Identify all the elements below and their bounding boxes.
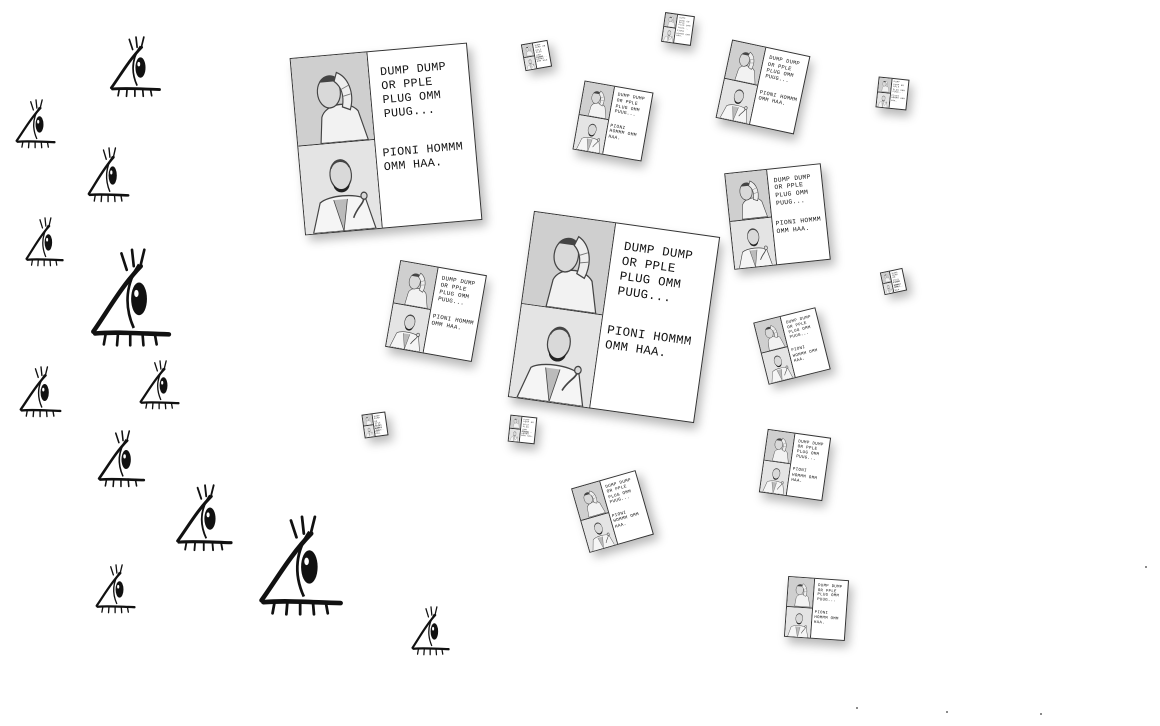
drake-approve-panel: [573, 115, 608, 154]
drake-approve-panel: [386, 303, 430, 353]
drake-approve-panel: [662, 27, 676, 43]
meme-bottom-text: PIONI HOMMM OMM HAA.: [535, 54, 550, 64]
drake-disapprove-panel: [362, 414, 373, 427]
drake-meme-icon: DUMP DUMP OR PPLE PLUG OMM PUUG... PIONI …: [724, 163, 831, 270]
drake-approve-panel: [524, 55, 537, 70]
drake-approve-panel: [761, 347, 795, 384]
meme-bottom-text: PIONI HOMMM OMM HAA.: [890, 93, 906, 103]
drake-approve-panel: [759, 460, 791, 496]
eye-icon: [138, 360, 182, 410]
drake-meme-icon: DUMP DUMP OR PPLE PLUG OMM PUUG... PIONI …: [507, 210, 721, 424]
drake-disapprove-panel: [521, 211, 615, 316]
meme-top-text: DUMP DUMP OR PPLE PLUG OMM PUUG...: [614, 92, 646, 118]
meme-bottom-text: PIONI HOMMM OMM HAA.: [381, 139, 464, 175]
drake-meme-icon: DUMP DUMP OR PPLE PLUG OMM PUUG... PIONI …: [758, 428, 832, 502]
meme-bottom-text: PIONI HOMMM OMM HAA.: [757, 89, 798, 108]
meme-bottom-text: PIONI HOMMM OMM HAA.: [790, 467, 818, 484]
meme-top-text: DUMP DUMP OR PPLE PLUG OMM PUUG...: [795, 439, 824, 462]
meme-top-text: DUMP DUMP OR PPLE PLUG OMM PUUG...: [764, 54, 801, 85]
meme-bottom-text: PIONI HOMMM OMM HAA.: [430, 313, 475, 333]
eye-icon: [86, 147, 132, 203]
drake-disapprove-panel: [572, 481, 608, 521]
meme-bottom-text: PIONI HOMMM OMM HAA.: [604, 323, 693, 361]
drake-disapprove-panel: [725, 169, 771, 222]
drake-approve-panel: [298, 140, 383, 235]
drake-approve-panel: [785, 606, 812, 638]
meme-bottom-text: PIONI HOMMM OMM HAA.: [607, 123, 637, 142]
drake-disapprove-panel: [787, 577, 815, 609]
drake-disapprove-panel: [881, 271, 892, 284]
meme-top-text: DUMP DUMP OR PPLE PLUG OMM PUUG...: [604, 477, 632, 506]
drake-disapprove-panel: [290, 52, 375, 147]
meme-bottom-text: PIONI HOMMM OMM HAA.: [676, 29, 691, 38]
drake-meme-icon: DUMP DUMP OR PPLE PLUG OMM PUUG... PIONI …: [385, 260, 487, 362]
meme-top-text: DUMP DUMP OR PPLE PLUG OMM PUUG...: [773, 172, 812, 207]
eye-icon: [256, 515, 348, 617]
drake-meme-icon: DUMP DUMP OR PPLE PLUG OMM PUUG...PIONI …: [520, 39, 553, 72]
meme-top-text: DUMP DUMP OR PPLE PLUG OMM PUUG...: [379, 59, 447, 122]
drake-meme-icon: DUMP DUMP OR PPLE PLUG OMM PUUG... PIONI …: [289, 42, 483, 236]
meme-top-text: DUMP DUMP OR PPLE PLUG OMM PUUG...: [437, 274, 476, 307]
drake-approve-panel: [716, 78, 758, 124]
eye-icon: [108, 36, 164, 98]
drake-meme-icon: DUMP DUMP OR PPLE PLUG OMM PUUG...PIONI …: [879, 267, 908, 296]
speck: [856, 707, 858, 709]
eye-icon: [24, 217, 66, 267]
drake-meme-icon: DUMP DUMP OR PPLE PLUG OMM PUUG...PIONI …: [661, 12, 695, 46]
speck: [946, 711, 948, 713]
meme-bottom-text: PIONI HOMMM OMM HAA.: [813, 610, 839, 626]
meme-bottom-text: PIONI HOMMM OMM HAA.: [521, 429, 534, 439]
eye-icon: [96, 430, 148, 488]
drake-disapprove-panel: [393, 261, 438, 310]
drake-disapprove-panel: [724, 40, 766, 86]
drake-approve-panel: [581, 512, 617, 552]
drake-meme-icon: DUMP DUMP OR PPLE PLUG OMM PUUG... PIONI …: [783, 575, 850, 642]
drake-approve-panel: [508, 304, 602, 408]
meme-top-text: DUMP DUMP OR PPLE PLUG OMM PUUG...: [785, 314, 812, 341]
drake-disapprove-panel: [510, 415, 522, 430]
meme-bottom-text: PIONI HOMMM OMM HAA.: [775, 215, 822, 236]
speck: [1040, 713, 1042, 715]
meme-bottom-text: PIONI HOMMM OMM HAA.: [611, 510, 640, 530]
drake-meme-icon: DUMP DUMP OR PPLE PLUG OMM PUUG... PIONI …: [572, 80, 654, 162]
eye-icon: [174, 484, 236, 552]
meme-bottom-text: PIONI HOMMM OMM HAA.: [374, 423, 383, 436]
drake-disapprove-panel: [664, 13, 678, 29]
drake-disapprove-panel: [754, 317, 788, 354]
drake-disapprove-panel: [764, 429, 795, 465]
drake-meme-icon: DUMP DUMP OR PPLE PLUG OMM PUUG...PIONI …: [507, 414, 538, 445]
drake-approve-panel: [876, 91, 890, 108]
drake-approve-panel: [883, 281, 894, 294]
speck: [1145, 566, 1147, 568]
drake-meme-icon: DUMP DUMP OR PPLE PLUG OMM PUUG...PIONI …: [875, 76, 910, 111]
drake-disapprove-panel: [878, 77, 892, 94]
drake-meme-icon: DUMP DUMP OR PPLE PLUG OMM PUUG...PIONI …: [361, 411, 389, 439]
meme-bottom-text: PIONI HOMMM OMM HAA.: [892, 279, 902, 292]
drake-approve-panel: [364, 425, 375, 438]
drake-meme-icon: DUMP DUMP OR PPLE PLUG OMM PUUG... PIONI …: [571, 470, 654, 553]
eye-icon: [18, 366, 64, 418]
drake-approve-panel: [730, 217, 776, 269]
drake-disapprove-panel: [522, 43, 535, 58]
meme-top-text: DUMP DUMP OR PPLE PLUG OMM PUUG...: [892, 80, 906, 95]
meme-bottom-text: PIONI HOMMM OMM HAA.: [790, 345, 819, 364]
eye-icon: [410, 606, 452, 656]
drake-meme-icon: DUMP DUMP OR PPLE PLUG OMM PUUG... PIONI …: [753, 307, 831, 385]
eye-icon: [88, 248, 176, 348]
drake-disapprove-panel: [579, 81, 614, 121]
eye-icon: [94, 564, 138, 614]
eye-icon: [14, 99, 58, 149]
meme-top-text: DUMP DUMP OR PPLE PLUG OMM PUUG...: [616, 239, 694, 306]
meme-top-text: DUMP DUMP OR PPLE PLUG OMM PUUG...: [816, 583, 843, 604]
drake-meme-icon: DUMP DUMP OR PPLE PLUG OMM PUUG... PIONI …: [715, 39, 811, 135]
drake-approve-panel: [508, 428, 521, 442]
